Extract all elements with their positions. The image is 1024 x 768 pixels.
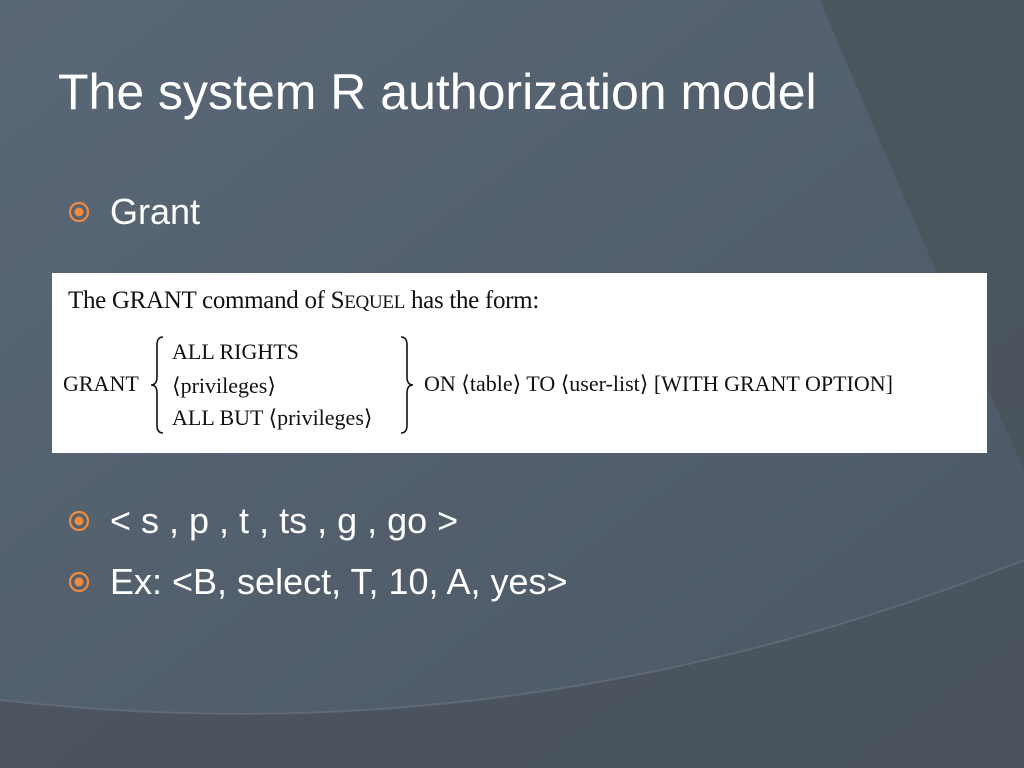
bullet-grant: Grant [68,190,200,234]
bullet-text: < s , p , t , ts , g , go > [110,500,459,541]
grant-intro-text: The GRANT command of SEQUEL has the form… [68,287,539,314]
grant-clause-rest: ON ⟨table⟩ TO ⟨user-list⟩ [WITH GRANT OP… [424,371,893,396]
right-brace-icon [400,336,414,434]
bullet-tuple: < s , p , t , ts , g , go > [68,499,458,543]
grant-option-all-rights: ALL RIGHTS [172,339,299,364]
grant-option-all-but: ALL BUT ⟨privileges⟩ [172,405,373,430]
target-circle-icon [68,510,90,532]
target-circle-icon [68,571,90,593]
left-brace-icon [150,336,164,434]
grant-keyword: GRANT [63,371,139,396]
slide-title: The system R authorization model [58,64,817,120]
bullet-text: Ex: <B, select, T, 10, A, yes> [110,561,568,602]
grant-syntax-figure: The GRANT command of SEQUEL has the form… [52,273,987,453]
bullet-example: Ex: <B, select, T, 10, A, yes> [68,560,568,604]
bullet-text: Grant [110,191,201,232]
target-circle-icon [68,201,90,223]
grant-option-privileges: ⟨privileges⟩ [172,373,276,398]
